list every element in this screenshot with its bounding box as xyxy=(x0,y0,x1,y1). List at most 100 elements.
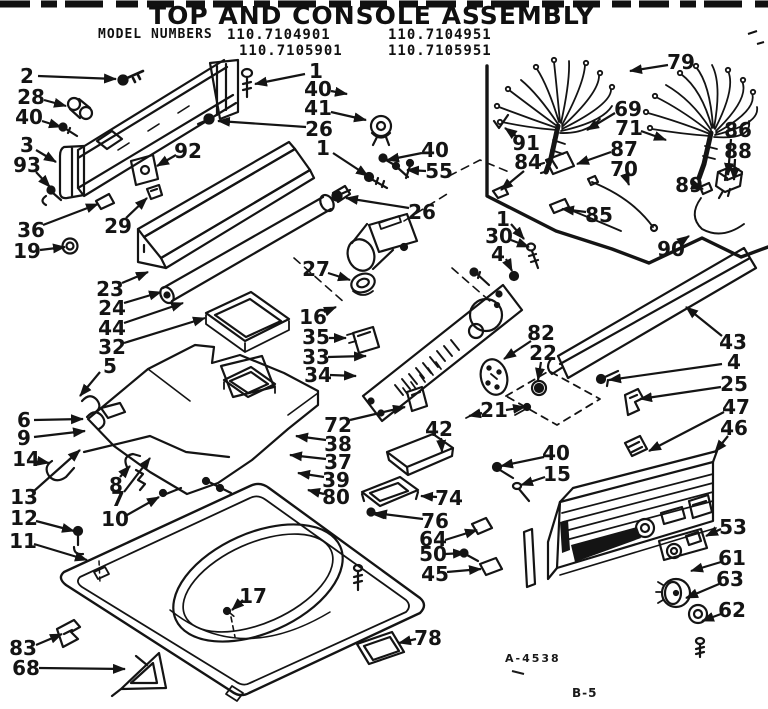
leader-12 xyxy=(35,519,75,533)
callout-16: 16 xyxy=(299,305,327,329)
leader-2 xyxy=(37,73,117,84)
callout-90: 90 xyxy=(657,237,685,261)
callout-69: 69 xyxy=(614,97,642,121)
callout-42: 42 xyxy=(425,417,453,441)
rear-trim-panel xyxy=(58,58,240,200)
leader-1 xyxy=(254,72,306,87)
callout-62: 62 xyxy=(718,598,746,622)
leader-78 xyxy=(398,635,417,646)
callout-71: 71 xyxy=(615,116,643,140)
callout-4: 4 xyxy=(491,242,505,266)
callout-29: 29 xyxy=(104,214,132,238)
callout-24: 24 xyxy=(98,296,126,320)
callout-25: 25 xyxy=(720,372,748,396)
brace-68 xyxy=(110,651,168,698)
leader-37 xyxy=(289,451,327,462)
leader-46 xyxy=(714,435,729,453)
callout-6: 6 xyxy=(17,408,31,432)
leader-50 xyxy=(444,548,466,559)
callout-40: 40 xyxy=(421,138,449,162)
leader-80 xyxy=(307,488,325,498)
leader-40 xyxy=(330,86,348,97)
leader-4 xyxy=(502,258,513,272)
callout-84: 84 xyxy=(514,150,542,174)
page-ref: B-5 xyxy=(572,686,597,700)
page-edge-marks xyxy=(0,0,768,45)
console-side-parts xyxy=(459,461,537,589)
clip-89 xyxy=(698,181,714,196)
callout-23: 23 xyxy=(96,277,124,301)
leader-63 xyxy=(685,582,720,600)
plate-78 xyxy=(355,630,406,666)
harness-trunk-right xyxy=(696,130,714,181)
leader-43 xyxy=(685,306,723,337)
callout-79: 79 xyxy=(667,50,695,74)
mid-fasteners xyxy=(331,153,540,287)
callout-43: 43 xyxy=(719,330,747,354)
leader-71 xyxy=(640,129,667,142)
terminal-85 xyxy=(548,197,571,215)
harness-branches-right xyxy=(642,62,758,160)
callout-1: 1 xyxy=(496,207,510,231)
faceplate-slots xyxy=(394,339,460,396)
bolt-26 xyxy=(203,113,215,125)
leader-53 xyxy=(705,526,722,537)
leader-68 xyxy=(38,663,126,674)
leader-40 xyxy=(41,118,62,129)
callout-55: 55 xyxy=(425,159,453,183)
leader-85 xyxy=(561,205,587,216)
callout-39: 39 xyxy=(322,468,350,492)
spacer-28 xyxy=(66,96,82,112)
callout-85: 85 xyxy=(585,203,613,227)
callout-10: 10 xyxy=(101,507,129,531)
callout-21: 21 xyxy=(480,398,508,422)
leader-45 xyxy=(446,565,482,576)
leader-83 xyxy=(35,632,63,647)
bolt-10 xyxy=(158,488,168,498)
leader-40 xyxy=(500,455,545,469)
link-13 xyxy=(82,434,231,459)
leader-88 xyxy=(729,158,740,181)
timer-26 xyxy=(346,212,419,272)
callout-82: 82 xyxy=(527,321,555,345)
leader-64 xyxy=(444,528,478,542)
callout-89: 89 xyxy=(675,173,703,197)
callout-8: 8 xyxy=(109,473,123,497)
callout-26: 26 xyxy=(305,117,333,141)
leader-3 xyxy=(35,149,57,163)
leader-8 xyxy=(118,465,131,479)
leader-28 xyxy=(43,98,67,108)
dial-opening xyxy=(468,297,504,333)
model-number-2: 110.7104951 xyxy=(388,27,492,43)
callout-80: 80 xyxy=(322,485,350,509)
callout-91: 91 xyxy=(512,131,540,155)
leader-6 xyxy=(33,414,84,425)
leader-19 xyxy=(39,243,66,254)
bracket-45 xyxy=(478,556,504,577)
bracket-47 xyxy=(623,434,649,458)
callout-83: 83 xyxy=(9,636,37,660)
screw-12 xyxy=(72,525,84,537)
leader-41 xyxy=(330,110,367,123)
leader-32 xyxy=(123,316,206,345)
leader-23 xyxy=(121,270,149,285)
leader-36 xyxy=(42,202,99,227)
callout-layer: 2284039336192992232444325691413121187101… xyxy=(9,50,752,680)
leader-76 xyxy=(374,509,424,521)
leader-38 xyxy=(295,432,327,443)
callout-40: 40 xyxy=(15,105,43,129)
callout-74: 74 xyxy=(435,486,463,510)
callout-64: 64 xyxy=(419,527,447,551)
switch-35 xyxy=(346,325,381,355)
callout-44: 44 xyxy=(98,316,126,340)
leader-62 xyxy=(701,612,722,623)
callout-45: 45 xyxy=(421,562,449,586)
leader-1 xyxy=(510,223,525,240)
console-knobs xyxy=(655,577,709,659)
callout-5: 5 xyxy=(103,354,117,378)
callout-28: 28 xyxy=(17,85,45,109)
leader-72 xyxy=(349,404,406,422)
clip-29 xyxy=(145,183,164,201)
callout-3: 3 xyxy=(20,133,34,157)
callout-47: 47 xyxy=(722,395,750,419)
